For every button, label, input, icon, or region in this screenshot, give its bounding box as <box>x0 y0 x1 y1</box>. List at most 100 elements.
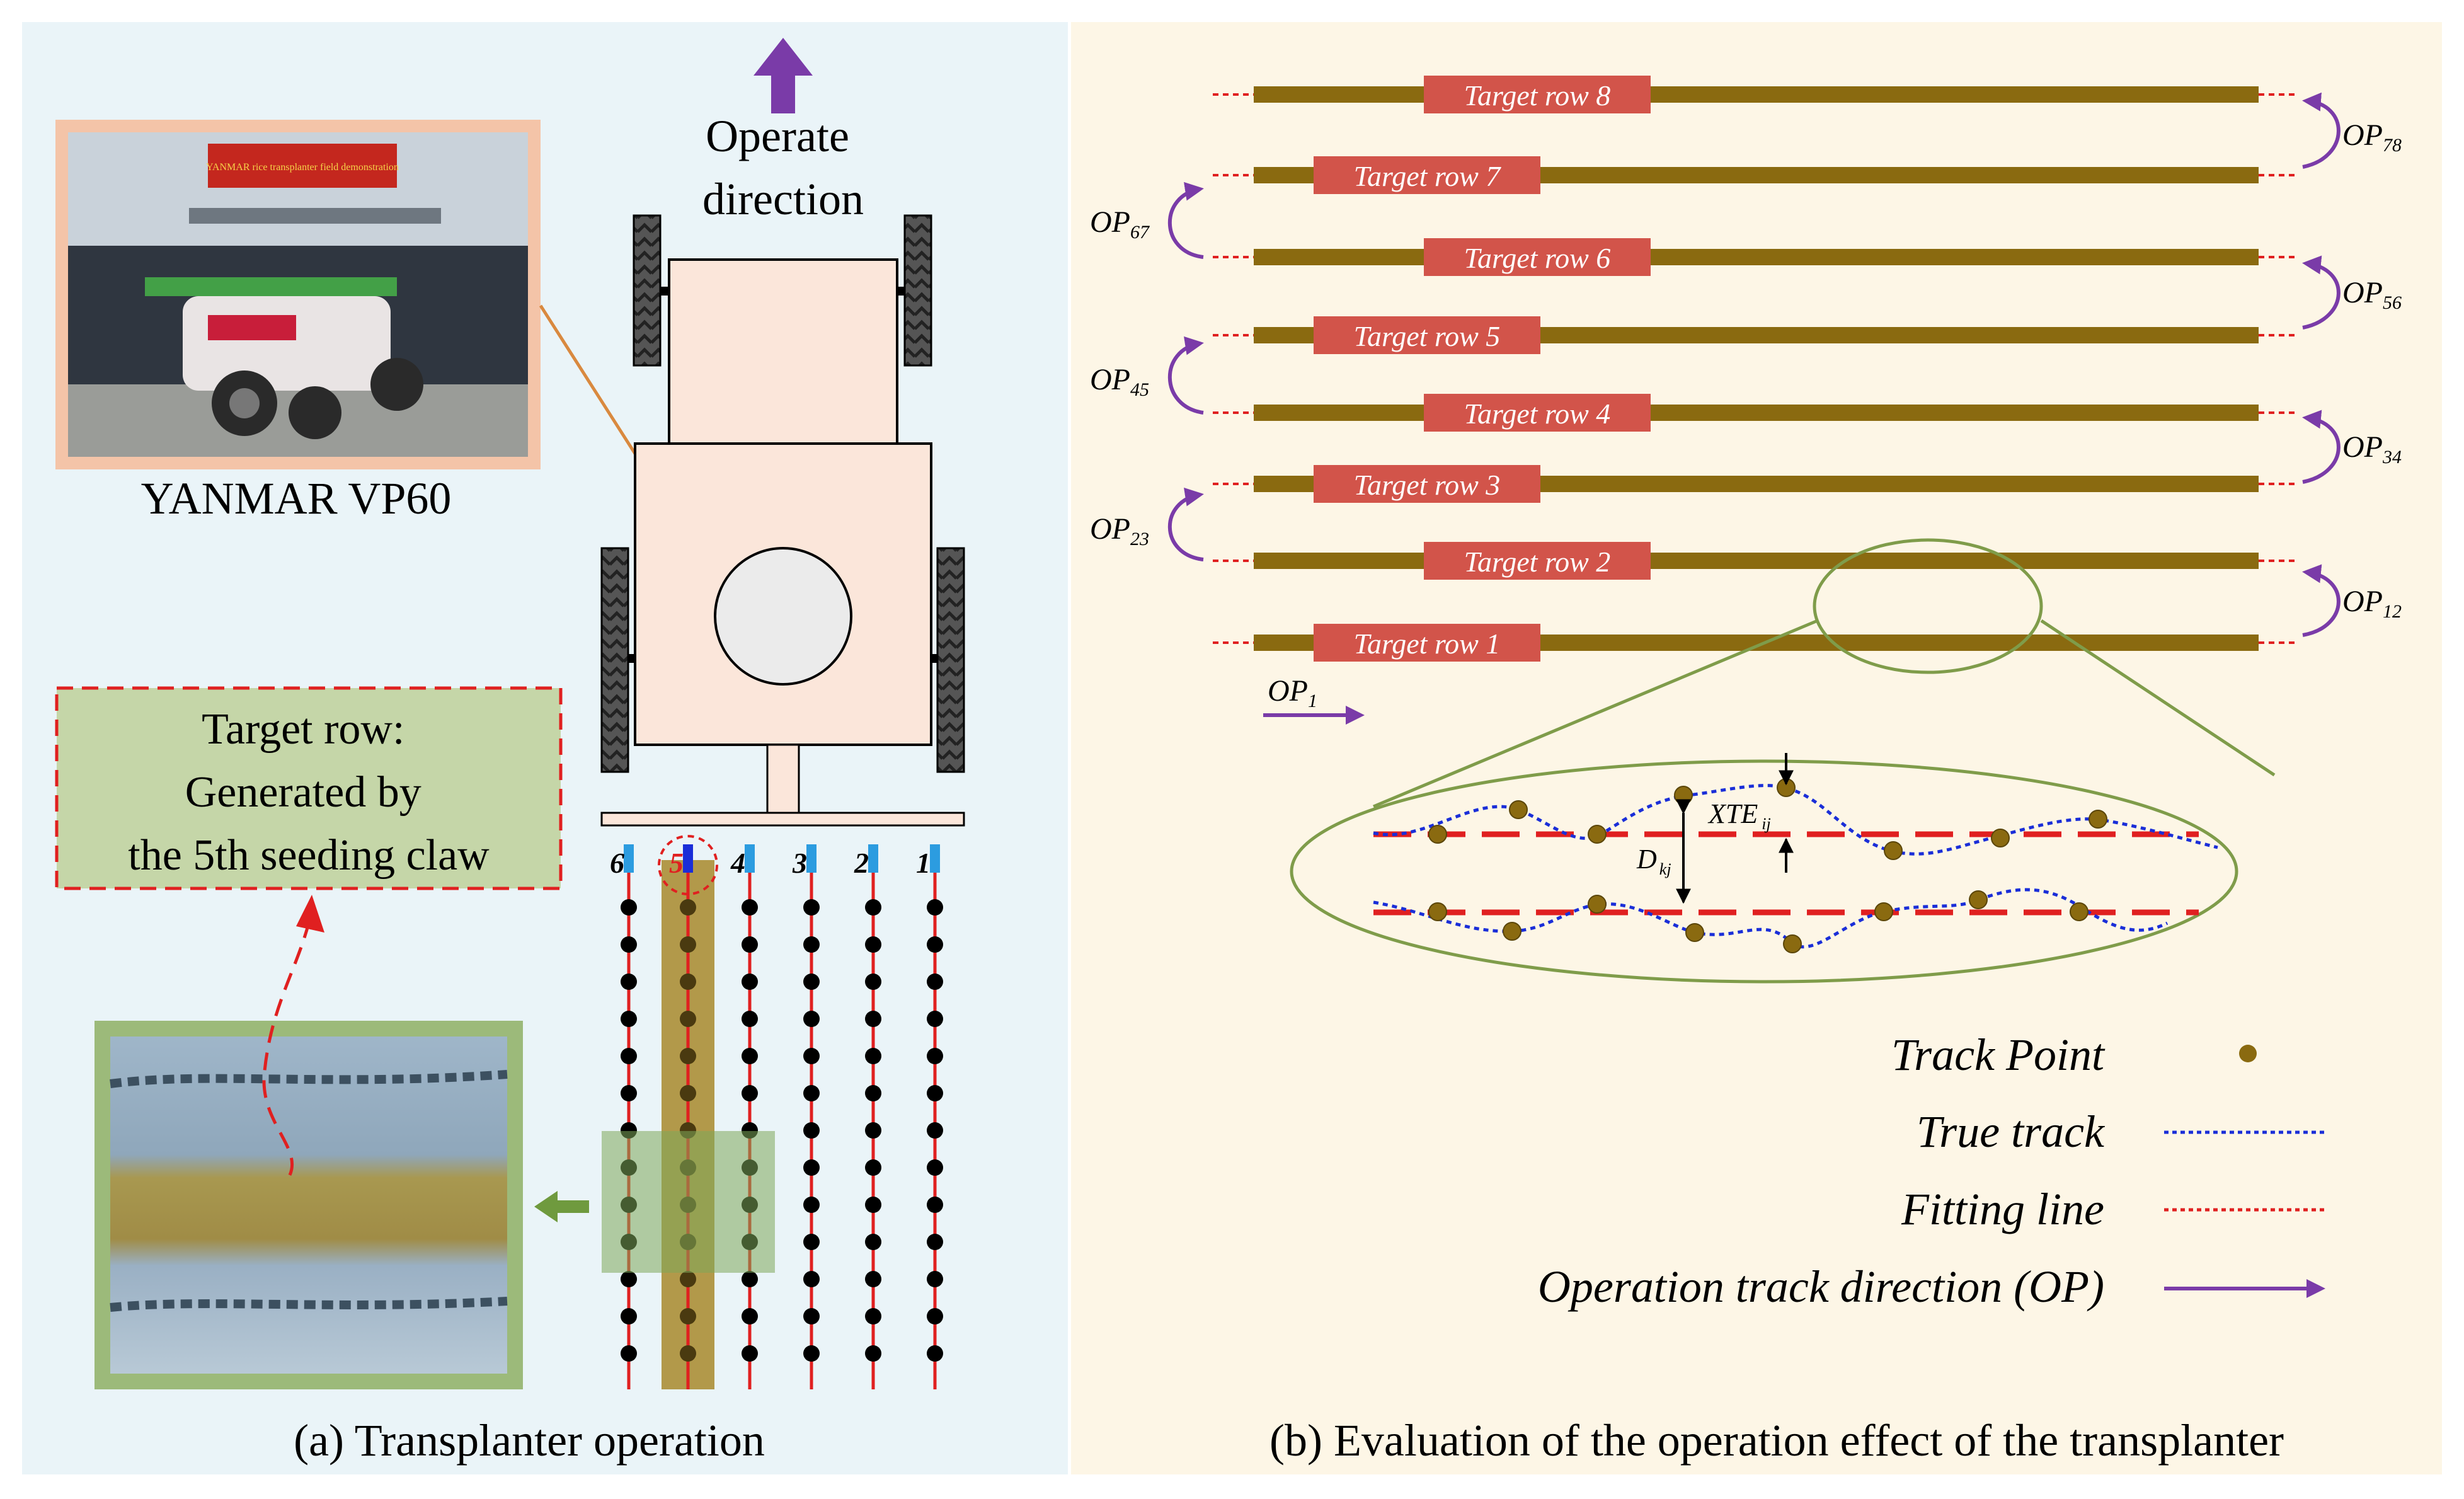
callout-connector <box>262 922 311 1176</box>
seedling-dot <box>927 936 943 953</box>
claw-number: 4 <box>730 847 745 879</box>
seedling-dot <box>803 1085 820 1101</box>
seedling-dot <box>865 973 881 990</box>
target-row-label-bg <box>1424 394 1651 432</box>
seedling-dot <box>680 1011 696 1027</box>
op34-turn-arrow-icon <box>2302 410 2341 484</box>
seedling-dot <box>803 899 820 916</box>
front-body <box>668 258 898 445</box>
seedling-dot <box>621 1048 637 1064</box>
seedling-dot <box>621 1085 637 1101</box>
track-point <box>1503 922 1521 941</box>
seedling-dot <box>803 1159 820 1176</box>
seedling-dot <box>742 1011 758 1027</box>
front-left-wheel <box>633 214 662 367</box>
seedling-dot <box>680 1308 696 1324</box>
op56-turn-arrow-icon <box>2302 255 2341 330</box>
track-point <box>1969 890 1988 909</box>
seedling-dot <box>865 1271 881 1287</box>
operate-direction-line-2: direction <box>702 174 864 224</box>
seedling-dot <box>742 973 758 990</box>
seedling-dot <box>742 899 758 916</box>
target-row-label-bg <box>1314 624 1540 662</box>
target-row-bar <box>1254 553 2259 569</box>
target-row-label: Target row 4 <box>1464 398 1611 430</box>
op23-turn-arrow-icon <box>1167 487 1204 561</box>
seedling-dot <box>803 1197 820 1213</box>
seedling-dot <box>803 1048 820 1064</box>
seedling-dot <box>803 1308 820 1324</box>
legend-label-true-track: True track <box>1917 1106 2106 1157</box>
seedling-dot <box>680 1048 696 1064</box>
op78-label: OP78 <box>2342 118 2402 156</box>
seedling-dot <box>927 1234 943 1250</box>
op34-label: OP34 <box>2342 430 2402 468</box>
target-row-label-bg <box>1424 238 1651 276</box>
track-point <box>1509 800 1528 819</box>
legend: Track Point True track Fitting line Oper… <box>1538 1030 2325 1312</box>
operate-direction-line-1: Operate <box>706 111 849 161</box>
seedling-dot <box>927 1271 943 1287</box>
track-point <box>2089 810 2107 829</box>
seedling-dot <box>621 1345 637 1362</box>
seedling-dot <box>927 1345 943 1362</box>
panel-a-caption: (a) Transplanter operation <box>294 1415 765 1466</box>
target-row-bar <box>1254 249 2259 265</box>
target-row-label: Target row 3 <box>1354 469 1501 501</box>
legend-label-op: Operation track direction (OP) <box>1538 1261 2104 1312</box>
seeding-claw <box>930 844 940 873</box>
photo-banner-text: YANMAR rice transplanter field demonstra… <box>206 162 399 173</box>
seedling-dot <box>742 936 758 953</box>
seedling-dot <box>865 1159 881 1176</box>
seedling-dot <box>803 1122 820 1139</box>
seedling-dot <box>803 1345 820 1362</box>
track-point <box>2070 902 2089 921</box>
target-row-label-bg <box>1314 465 1540 503</box>
legend-label-fitting-line: Fitting line <box>1901 1184 2104 1234</box>
linkage <box>766 744 800 814</box>
machine-photo: YANMAR rice transplanter field demonstra… <box>55 120 541 469</box>
seedling-dot <box>927 899 943 916</box>
seedling-dot <box>803 1011 820 1027</box>
seedling-dot <box>621 1271 637 1287</box>
claw-number: 1 <box>916 847 931 879</box>
claw-number: 6 <box>610 847 624 879</box>
op45-label: OP45 <box>1090 363 1149 400</box>
seedling-dot <box>621 1308 637 1324</box>
seeding-claw <box>624 844 634 873</box>
seeding-claw <box>868 844 878 873</box>
seedling-dot <box>680 1085 696 1101</box>
seedling-dot <box>865 899 881 916</box>
seedling-dot <box>803 1271 820 1287</box>
target-row-callout <box>55 686 563 890</box>
claw-number: 2 <box>854 847 869 879</box>
seedling-dot <box>680 1271 696 1287</box>
track-point <box>1428 825 1447 844</box>
seedling-dot <box>803 936 820 953</box>
operate-direction-arrow-icon <box>754 38 813 113</box>
zoom-line-right <box>2040 619 2276 777</box>
transplanter-top-view <box>600 214 965 827</box>
seedling-dot <box>680 973 696 990</box>
seedling-dot <box>927 1122 943 1139</box>
seedling-dot <box>927 1308 943 1324</box>
seedling-dot <box>865 1345 881 1362</box>
target-row-label-bg <box>1424 76 1651 113</box>
planting-bar <box>600 812 965 827</box>
seedling-dot <box>865 1122 881 1139</box>
claw-number: 5 <box>669 847 684 879</box>
track-point <box>1588 825 1607 844</box>
callout-line-2: Generated by <box>185 768 421 817</box>
operate-direction-label: Operate direction <box>702 111 864 224</box>
panel-b-caption: (b) Evaluation of the operation effect o… <box>1269 1415 2284 1466</box>
fifth-claw-marker <box>658 835 718 895</box>
seedling-dot <box>865 1308 881 1324</box>
seedling-dot <box>803 1234 820 1250</box>
op12-label: OP12 <box>2342 585 2402 622</box>
photo-connector-line <box>539 304 637 455</box>
seedling-dot <box>927 973 943 990</box>
